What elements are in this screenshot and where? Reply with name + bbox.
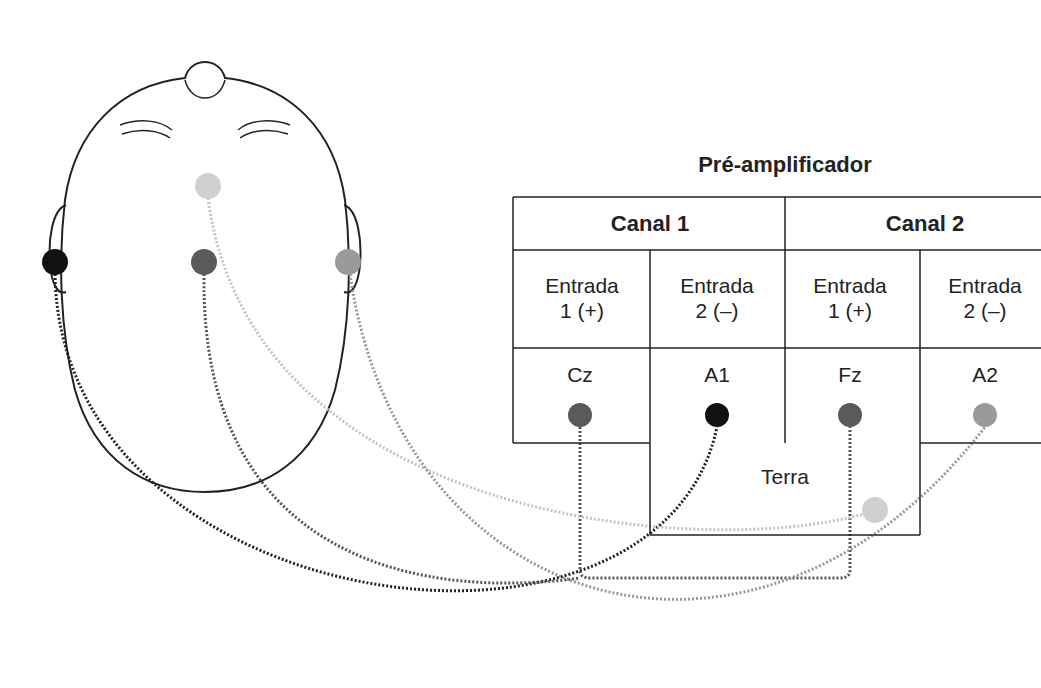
preamp-table bbox=[513, 197, 1041, 535]
head-outline bbox=[50, 62, 361, 492]
channel-header: Canal 1 bbox=[611, 211, 689, 237]
input-label: Entrada 1 (+) bbox=[805, 273, 895, 323]
electrode-name: Fz bbox=[838, 362, 861, 387]
input-label: Entrada 2 (–) bbox=[940, 273, 1030, 323]
channel-header: Canal 2 bbox=[886, 211, 964, 237]
input-terminals bbox=[568, 403, 997, 523]
scalp-electrodes bbox=[42, 173, 361, 275]
ground-label: Terra bbox=[761, 464, 809, 489]
electrode-name: Cz bbox=[567, 362, 593, 387]
table-title: Pré-amplificador bbox=[698, 152, 872, 178]
electrode-name: A2 bbox=[972, 362, 998, 387]
input-label: Entrada 1 (+) bbox=[537, 273, 627, 323]
electrode-name: A1 bbox=[704, 362, 730, 387]
input-label: Entrada 2 (–) bbox=[672, 273, 762, 323]
electrode-wires bbox=[55, 198, 985, 599]
